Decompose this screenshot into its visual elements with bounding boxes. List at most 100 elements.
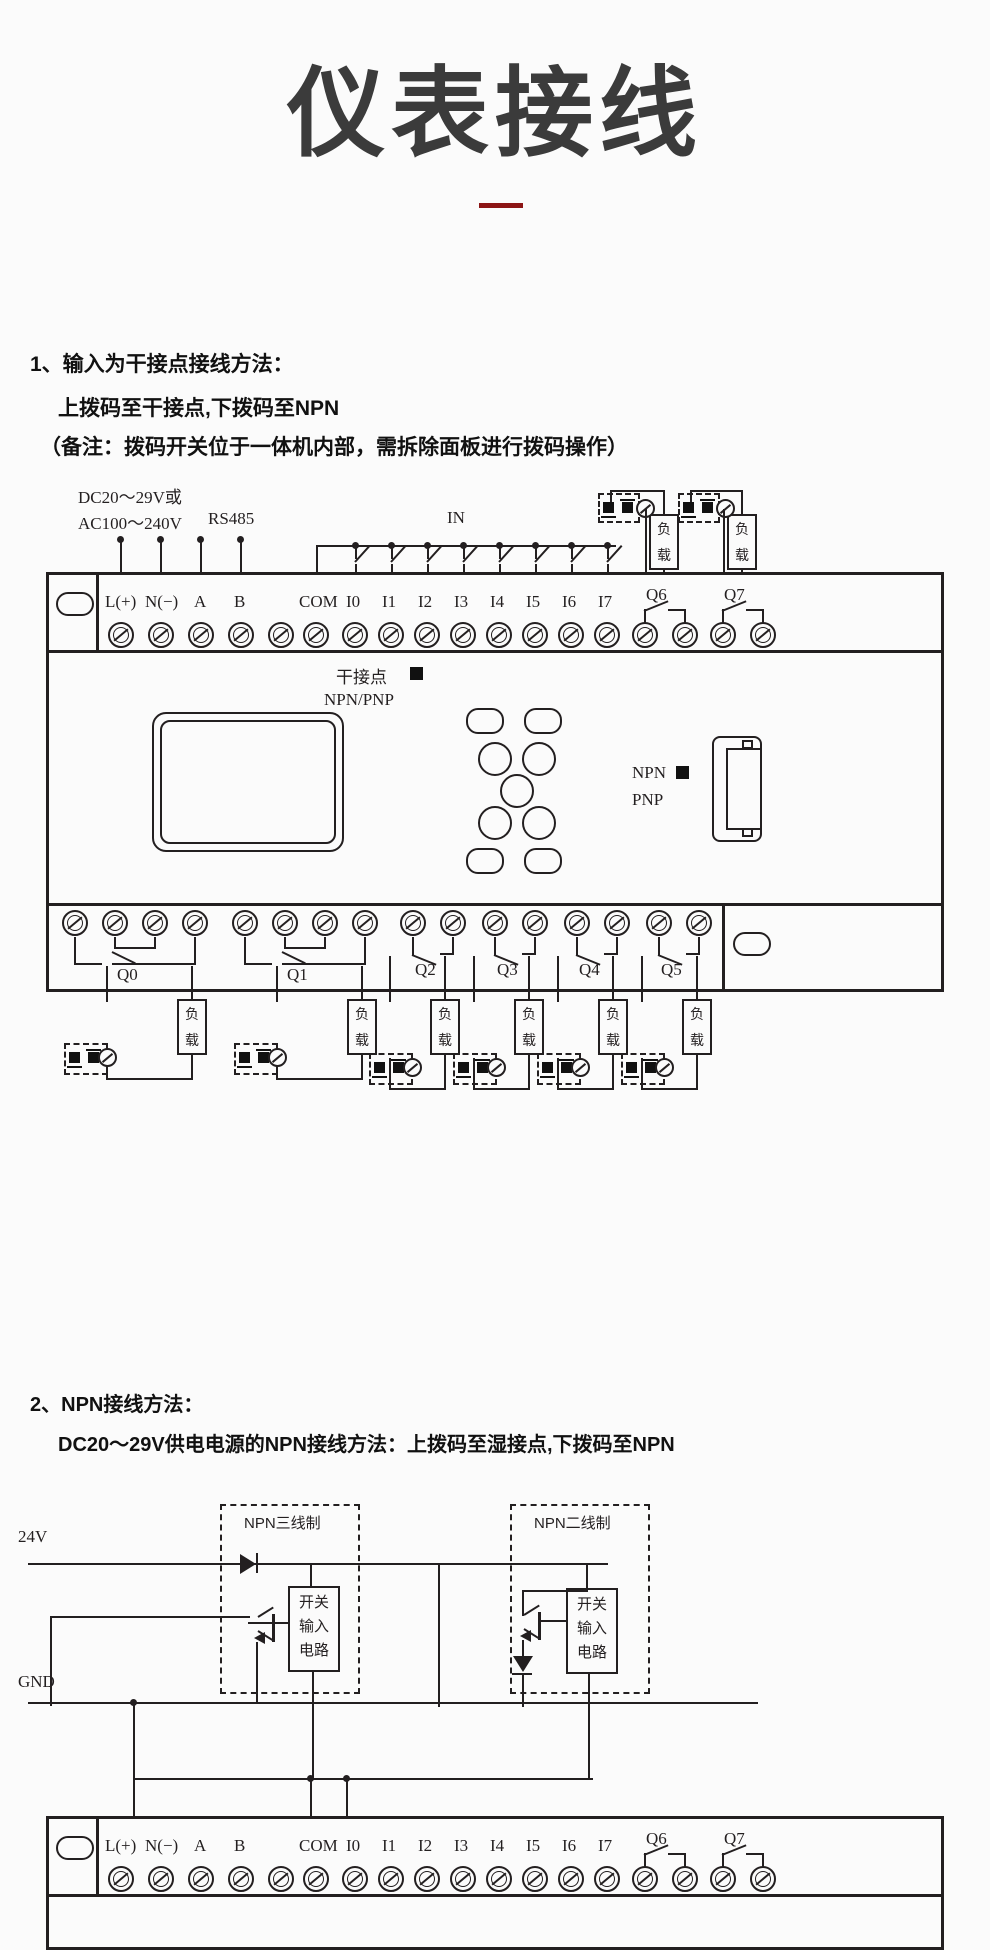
terminal-label[interactable]: A — [194, 1836, 207, 1855]
terminal-screw[interactable] — [486, 1866, 512, 1892]
terminal-screw[interactable] — [558, 622, 584, 648]
keypad-button[interactable] — [478, 806, 512, 840]
relay-output-label[interactable]: Q7 — [724, 1829, 745, 1848]
terminal-label[interactable]: I3 — [454, 592, 469, 611]
terminal-screw[interactable] — [352, 910, 378, 936]
terminal-screw[interactable] — [522, 622, 548, 648]
terminal-screw[interactable] — [482, 910, 508, 936]
terminal-screw[interactable] — [414, 622, 440, 648]
terminal-screw[interactable] — [342, 622, 368, 648]
terminal-label[interactable]: I1 — [382, 592, 397, 611]
terminal-label[interactable]: I0 — [346, 1836, 361, 1855]
terminal-screw[interactable] — [672, 622, 698, 648]
terminal-screw[interactable] — [228, 1866, 254, 1892]
cell-bar-icon — [643, 1059, 658, 1061]
terminal-screw[interactable] — [312, 910, 338, 936]
keypad-button[interactable] — [522, 742, 556, 776]
relay-output-label[interactable]: Q5 — [661, 960, 682, 979]
terminal-screw[interactable] — [450, 1866, 476, 1892]
terminal-label[interactable]: COM — [299, 592, 338, 611]
terminal-screw[interactable] — [378, 622, 404, 648]
terminal-screw[interactable] — [632, 622, 658, 648]
terminal-label[interactable]: N(−) — [145, 592, 179, 611]
terminal-screw[interactable] — [232, 910, 258, 936]
relay-output-label[interactable]: Q7 — [724, 585, 745, 604]
terminal-screw[interactable] — [188, 1866, 214, 1892]
terminal-label[interactable]: COM — [299, 1836, 338, 1855]
terminal-label[interactable]: I6 — [562, 1836, 577, 1855]
terminal-label[interactable]: I4 — [490, 592, 505, 611]
terminal-screw[interactable] — [108, 1866, 134, 1892]
terminal-screw[interactable] — [142, 910, 168, 936]
terminal-screw[interactable] — [268, 622, 294, 648]
terminal-screw[interactable] — [450, 622, 476, 648]
terminal-label[interactable]: L(+) — [105, 1836, 137, 1855]
terminal-screw[interactable] — [400, 910, 426, 936]
terminal-screw[interactable] — [710, 1866, 736, 1892]
keypad-button[interactable] — [524, 708, 562, 734]
terminal-screw[interactable] — [342, 1866, 368, 1892]
terminal-label[interactable]: I5 — [526, 592, 541, 611]
terminal-label[interactable]: I2 — [418, 592, 433, 611]
keypad-button[interactable] — [500, 774, 534, 808]
terminal-label[interactable]: I7 — [598, 1836, 613, 1855]
terminal-screw[interactable] — [414, 1866, 440, 1892]
relay-output-label[interactable]: Q2 — [415, 960, 436, 979]
terminal-screw[interactable] — [62, 910, 88, 936]
terminal-label[interactable]: I0 — [346, 592, 361, 611]
dip-dry-contact-indicator[interactable] — [410, 667, 423, 680]
terminal-screw[interactable] — [710, 622, 736, 648]
keypad-button[interactable] — [478, 742, 512, 776]
relay-output-label[interactable]: Q0 — [117, 965, 138, 984]
terminal-screw[interactable] — [148, 622, 174, 648]
terminal-label[interactable]: I6 — [562, 592, 577, 611]
dip-npn-indicator[interactable] — [676, 766, 689, 779]
terminal-label[interactable]: I4 — [490, 1836, 505, 1855]
terminal-screw[interactable] — [228, 622, 254, 648]
terminal-label[interactable]: I2 — [418, 1836, 433, 1855]
terminal-screw[interactable] — [594, 1866, 620, 1892]
terminal-screw[interactable] — [102, 910, 128, 936]
terminal-label[interactable]: A — [194, 592, 207, 611]
terminal-screw[interactable] — [148, 1866, 174, 1892]
terminal-screw[interactable] — [486, 622, 512, 648]
keypad-button[interactable] — [524, 848, 562, 874]
terminal-screw[interactable] — [646, 910, 672, 936]
terminal-screw[interactable] — [604, 910, 630, 936]
terminal-screw[interactable] — [594, 622, 620, 648]
terminal-screw[interactable] — [522, 910, 548, 936]
terminal-screw[interactable] — [686, 910, 712, 936]
terminal-screw[interactable] — [564, 910, 590, 936]
relay-output-label[interactable]: Q6 — [646, 585, 667, 604]
terminal-label[interactable]: I1 — [382, 1836, 397, 1855]
terminal-screw[interactable] — [750, 1866, 776, 1892]
relay-output-label[interactable]: Q6 — [646, 1829, 667, 1848]
terminal-screw[interactable] — [303, 1866, 329, 1892]
terminal-label[interactable]: B — [234, 592, 246, 611]
terminal-label[interactable]: B — [234, 1836, 246, 1855]
relay-output-label[interactable]: Q4 — [579, 960, 600, 979]
terminal-screw[interactable] — [750, 622, 776, 648]
terminal-label[interactable]: I5 — [526, 1836, 541, 1855]
keypad-button[interactable] — [466, 848, 504, 874]
terminal-screw[interactable] — [558, 1866, 584, 1892]
terminal-screw[interactable] — [182, 910, 208, 936]
terminal-label[interactable]: I7 — [598, 592, 613, 611]
terminal-label[interactable]: I3 — [454, 1836, 469, 1855]
keypad-button[interactable] — [522, 806, 556, 840]
terminal-screw[interactable] — [272, 910, 298, 936]
terminal-screw[interactable] — [378, 1866, 404, 1892]
terminal-screw[interactable] — [108, 622, 134, 648]
terminal-label[interactable]: L(+) — [105, 592, 137, 611]
relay-output-label[interactable]: Q1 — [287, 965, 308, 984]
terminal-screw[interactable] — [522, 1866, 548, 1892]
terminal-screw[interactable] — [672, 1866, 698, 1892]
terminal-screw[interactable] — [440, 910, 466, 936]
terminal-screw[interactable] — [188, 622, 214, 648]
terminal-label[interactable]: N(−) — [145, 1836, 179, 1855]
terminal-screw[interactable] — [303, 622, 329, 648]
terminal-screw[interactable] — [268, 1866, 294, 1892]
terminal-screw[interactable] — [632, 1866, 658, 1892]
relay-output-label[interactable]: Q3 — [497, 960, 518, 979]
keypad-button[interactable] — [466, 708, 504, 734]
